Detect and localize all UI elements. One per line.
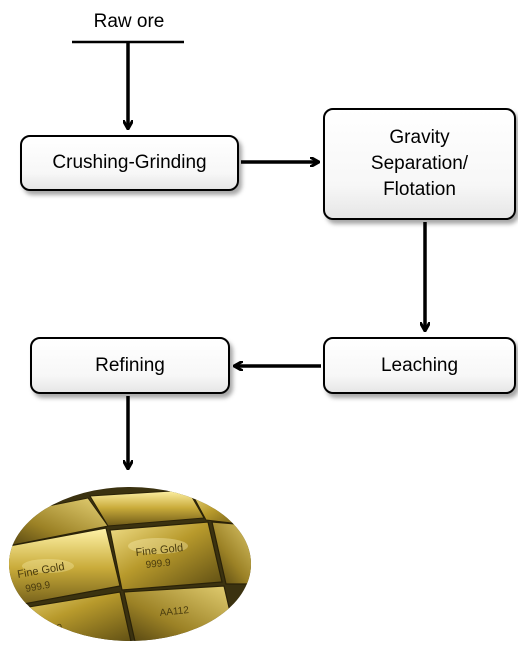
stamp-fine-gold-center: Fine Gold xyxy=(135,542,184,559)
leaching-label: Leaching xyxy=(380,354,459,376)
separation-line-3: Flotation xyxy=(383,179,456,200)
separation-line-1: Gravity xyxy=(389,127,450,148)
leaching-box: Leaching xyxy=(323,337,516,394)
stamp-999-left: 999.9 xyxy=(25,580,52,595)
separation-line-2: Separation/ xyxy=(370,153,469,174)
raw-ore-label: Raw ore xyxy=(93,11,165,32)
stamp-serial: AA112 xyxy=(159,605,190,619)
gravity-separation-flotation-box: Gravity Separation/ Flotation xyxy=(323,108,516,220)
stamp-999-center: 999.9 xyxy=(145,557,171,571)
stamp-999-front: 999.9 xyxy=(37,623,64,637)
crushing-grinding-label: Crushing-Grinding xyxy=(52,152,207,173)
gold-bars-image: Fine Gold 999.9 Fine Gold 999.9 999.9 AA… xyxy=(9,487,251,641)
crushing-grinding-box: Crushing-Grinding xyxy=(20,135,239,191)
refining-label: Refining xyxy=(95,354,165,376)
refining-box: Refining xyxy=(30,337,230,394)
